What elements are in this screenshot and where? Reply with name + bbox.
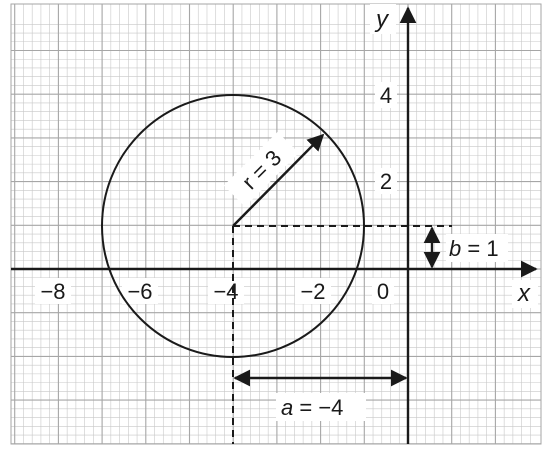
- y-tick-label-4: 4: [380, 83, 392, 108]
- tick-labels: −8 −6 −4 −2 0 2 4: [35, 82, 397, 304]
- tick-label-bg: [372, 278, 394, 304]
- a-label: a = −4: [281, 395, 343, 420]
- b-label-bg: [446, 234, 508, 262]
- b-label-symbol: b: [449, 236, 461, 261]
- x-tick-label-neg6: −6: [127, 279, 152, 304]
- tick-label-bg: [35, 278, 71, 304]
- axis-label-bg: [512, 280, 538, 308]
- x-axis-label: x: [517, 280, 531, 307]
- tick-label-bg: [208, 278, 244, 304]
- circle: [101, 94, 365, 358]
- x-tick-label-neg4: −4: [213, 279, 238, 304]
- x-tick-label-neg2: −2: [300, 279, 325, 304]
- a-label-symbol: a: [281, 395, 293, 420]
- x-tick-label-neg8: −8: [40, 279, 65, 304]
- tick-label-bg: [295, 278, 331, 304]
- a-label-value: = −4: [293, 395, 343, 420]
- tick-label-bg: [375, 168, 397, 194]
- b-label-value: = 1: [461, 236, 498, 261]
- tick-label-bg: [375, 82, 397, 108]
- axis-label-bg: [370, 4, 396, 34]
- b-label: b = 1: [449, 236, 499, 261]
- radius-arrow: [232, 133, 325, 227]
- plot-border: [10, 3, 542, 445]
- tick-label-bg: [122, 278, 158, 304]
- radius-label-bg: [223, 131, 299, 207]
- x-tick-label-0: 0: [377, 279, 389, 304]
- y-axis-label: y: [374, 6, 390, 33]
- y-tick-label-2: 2: [380, 169, 392, 194]
- a-label-bg: [276, 393, 366, 421]
